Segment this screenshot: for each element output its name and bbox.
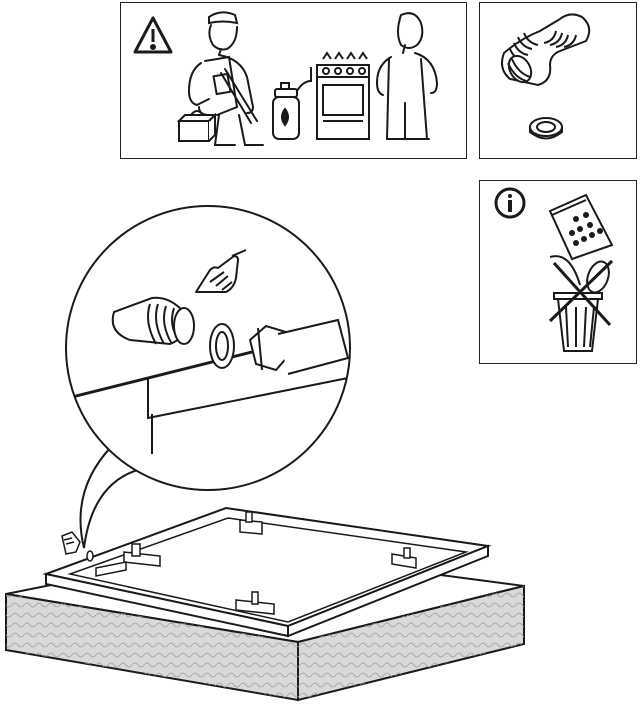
elbow-connector-icon [501,13,591,87]
crossed-out-bin-icon [548,255,614,352]
parts-illustration [501,13,591,140]
installer-panel [120,2,467,159]
toolbox-icon [176,110,218,142]
spare-parts-bag-icon [548,193,614,261]
hob-on-worktop [5,506,525,702]
info-icon [494,187,526,219]
hand-tighten-icon [195,249,247,293]
magnified-callout [65,205,351,549]
hose-nut-icon [248,318,350,375]
gas-cooker-icon [316,51,370,140]
gas-cylinder-icon [272,67,312,140]
info-illustration [494,187,614,352]
parts-panel [479,2,637,159]
sealing-washer-icon [529,117,563,140]
installer-illustration [133,11,439,146]
user-figure [375,12,439,140]
info-panel [479,180,637,364]
warning-icon [133,16,173,54]
